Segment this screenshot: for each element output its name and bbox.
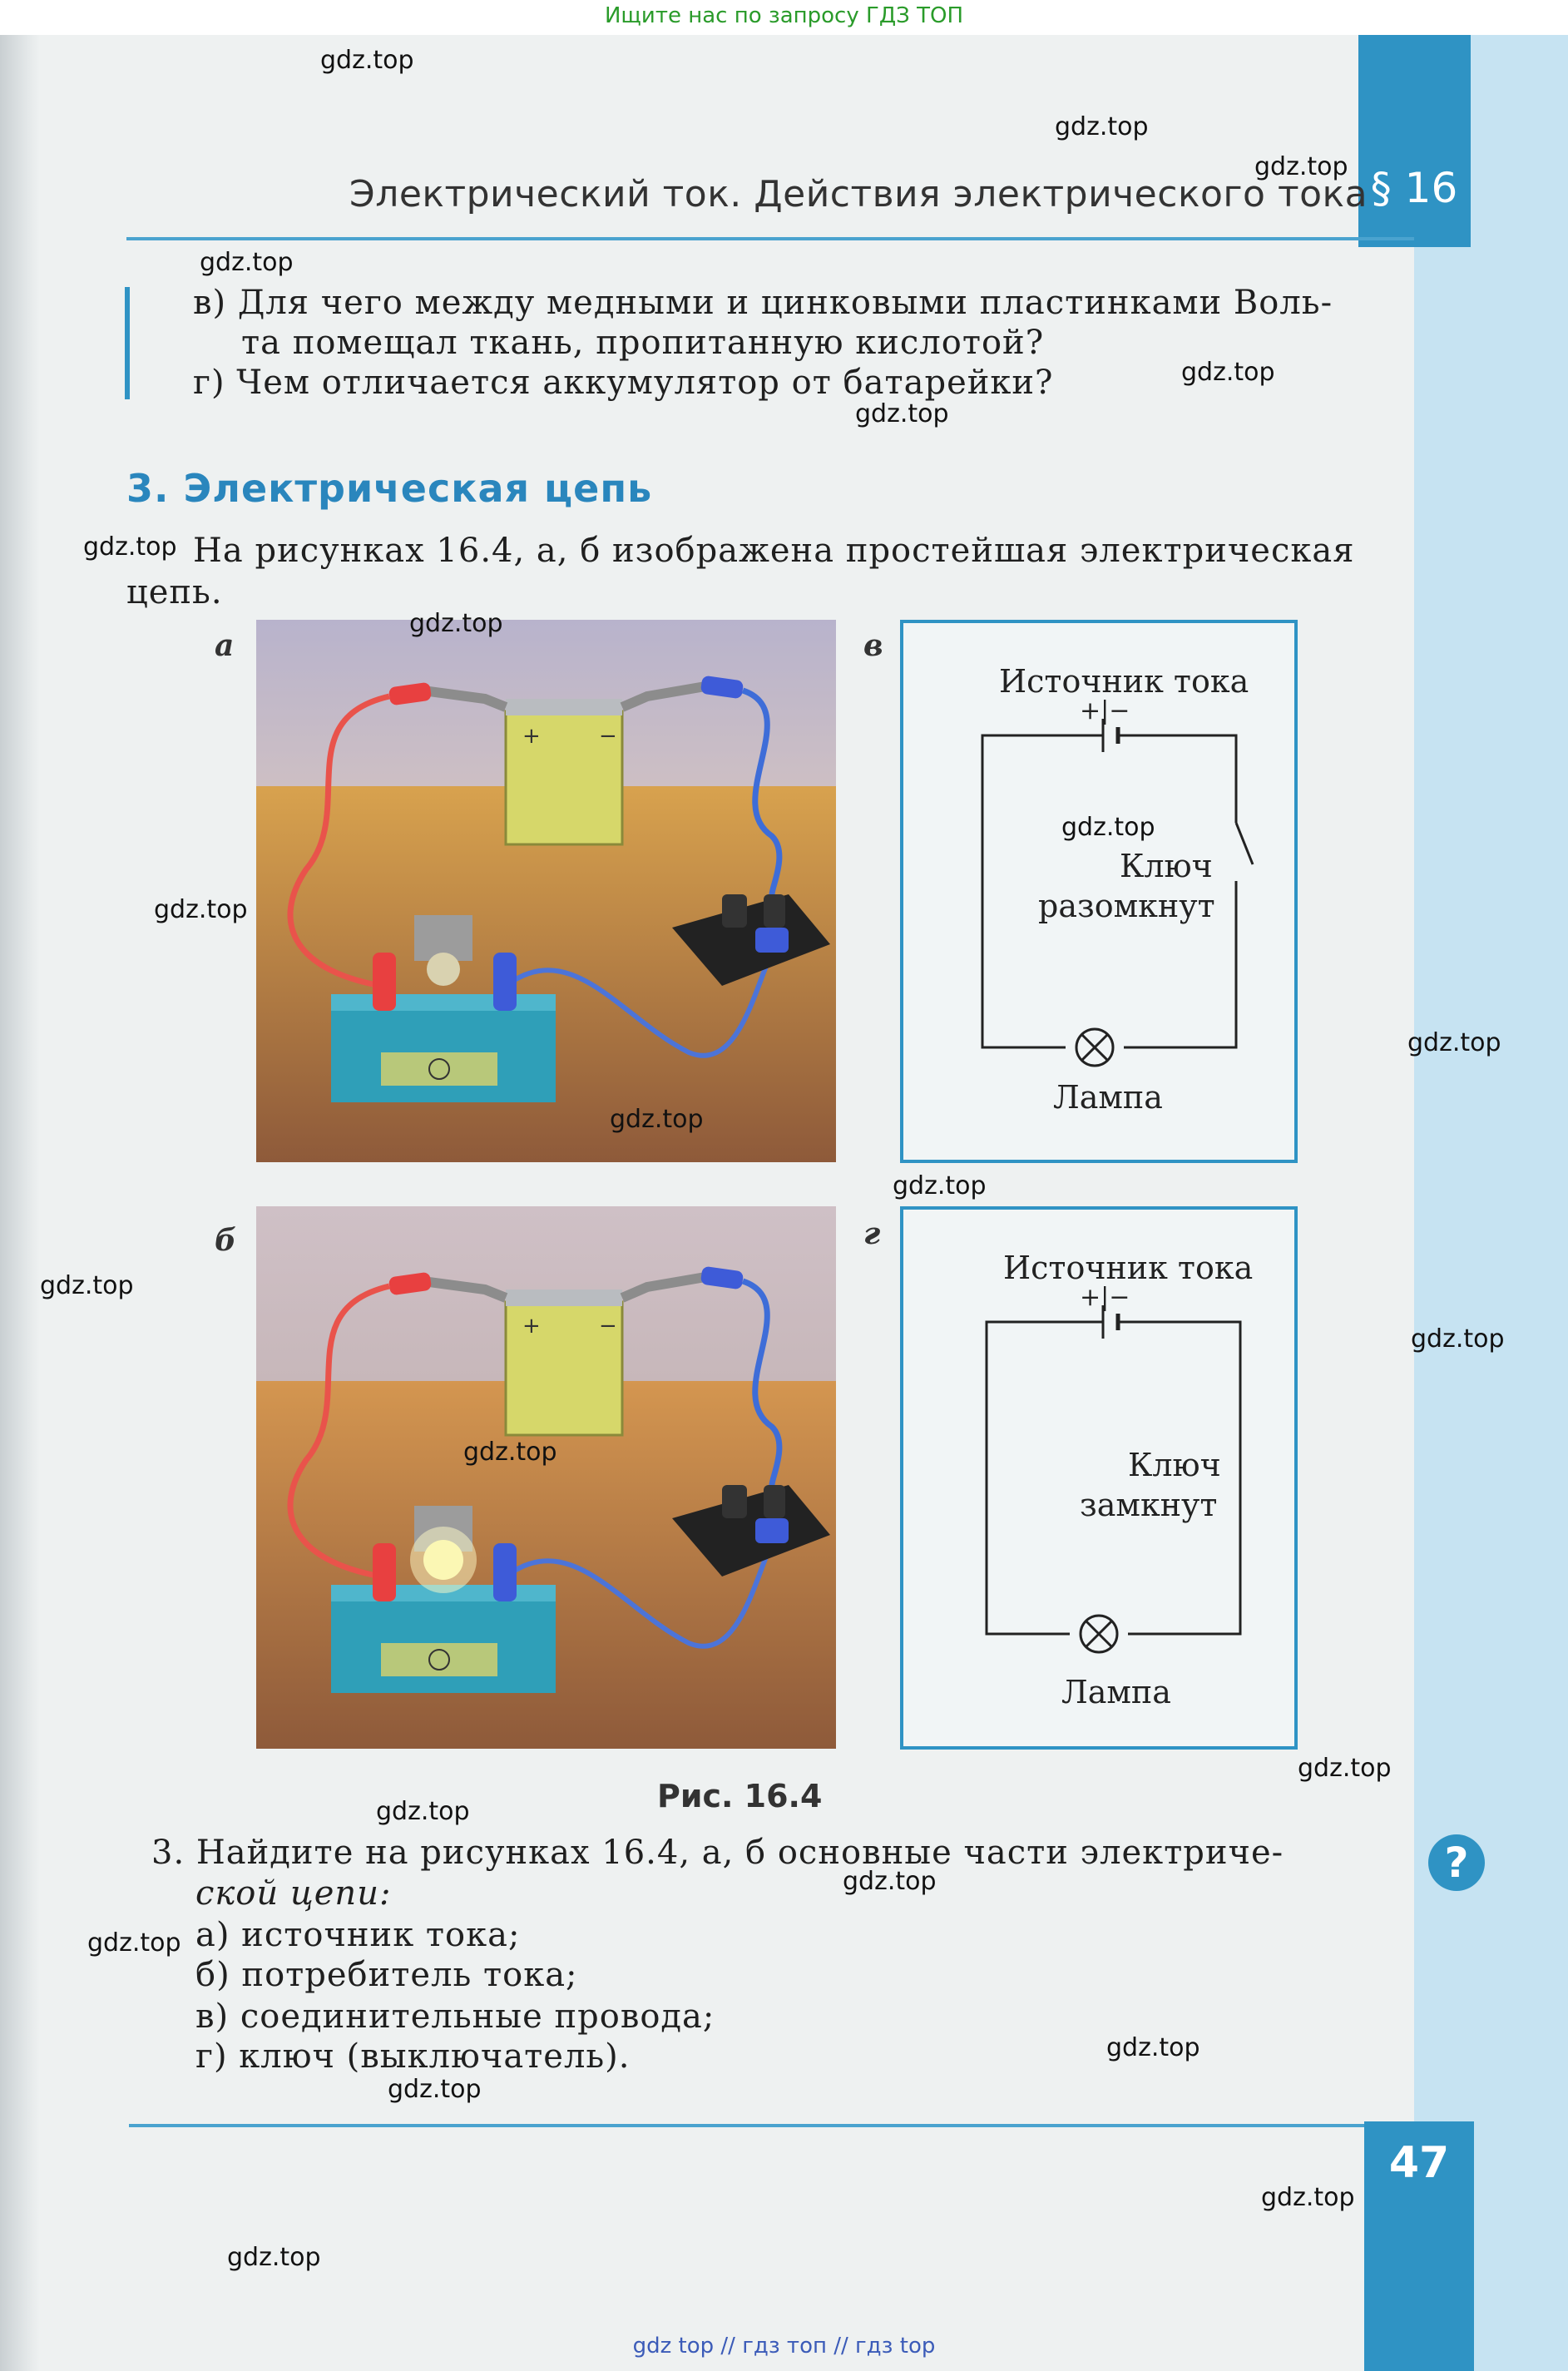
footer-rule xyxy=(129,2124,1364,2127)
figure-label-g: г xyxy=(863,1216,881,1251)
figure-label-b: б xyxy=(215,1223,236,1258)
watermark: gdz.top xyxy=(154,895,248,924)
circuit-photo-open: + − xyxy=(256,620,836,1162)
schematic-closed: Источник тока +|− Ключ замкнут Лампа xyxy=(900,1206,1298,1750)
circuit-illustration-open: + − xyxy=(256,620,836,1162)
question-v-line2: та помещал ткань, пропитанную кислотой? xyxy=(241,324,1045,362)
top-banner xyxy=(0,0,1568,35)
battery-plus-closed: + xyxy=(522,1314,541,1339)
task-item-g: г) ключ (выключатель). xyxy=(195,2037,631,2076)
watermark: gdz.top xyxy=(1261,2183,1355,2212)
watermark: gdz.top xyxy=(87,1928,181,1958)
question-icon: ? xyxy=(1428,1834,1485,1891)
question-v-line1: в) Для чего между медными и цинковыми пл… xyxy=(193,284,1333,322)
task-line2: ской цепи: xyxy=(195,1874,392,1913)
intro-text-line1: На рисунках 16.4, а, б изображена просте… xyxy=(193,532,1355,570)
chapter-title: Электрический ток. Действия электрическо… xyxy=(349,173,1368,215)
watermark: gdz.top xyxy=(893,1171,987,1200)
task-line1: 3. Найдите на рисунках 16.4, а, б основн… xyxy=(151,1834,1284,1872)
paragraph-label: § 16 xyxy=(1370,164,1458,212)
battery-minus-closed: − xyxy=(599,1314,617,1339)
circuit-illustration-closed: + − xyxy=(256,1206,836,1749)
schematic-closed-source-label: Источник тока xyxy=(1003,1250,1254,1286)
watermark: gdz.top xyxy=(227,2243,321,2272)
watermark: gdz.top xyxy=(1055,112,1149,141)
paragraph-tab xyxy=(1358,35,1471,247)
question-bar xyxy=(125,287,130,399)
watermark: gdz.top xyxy=(1411,1324,1505,1354)
task-item-v: в) соединительные провода; xyxy=(195,1997,715,2036)
watermark: gdz.top xyxy=(463,1438,557,1467)
schematic-open-source-label: Источник тока xyxy=(999,663,1249,700)
book-spine xyxy=(0,0,40,2371)
watermark: gdz.top xyxy=(376,1797,470,1826)
watermark: gdz.top xyxy=(1181,358,1275,387)
circuit-photo-closed: + − xyxy=(256,1206,836,1749)
watermark: gdz.top xyxy=(200,248,294,277)
watermark: gdz.top xyxy=(409,609,503,638)
watermark: gdz.top xyxy=(1407,1028,1501,1057)
figure-label-v: в xyxy=(863,628,883,663)
schematic-closed-lamp-label: Лампа xyxy=(1061,1674,1171,1710)
intro-text-line2: цепь. xyxy=(126,573,223,611)
schematic-open-lamp-label: Лампа xyxy=(1053,1079,1163,1116)
watermark: gdz.top xyxy=(843,1867,937,1896)
schematic-closed-key-label: Ключ xyxy=(1128,1447,1221,1483)
schematic-open: Источник тока +|− Ключ разомкнут Лампа xyxy=(900,620,1298,1163)
watermark: gdz.top xyxy=(1254,152,1348,181)
watermark: gdz.top xyxy=(610,1105,704,1134)
watermark: gdz.top xyxy=(1106,2033,1200,2062)
schematic-closed-diagram xyxy=(985,1305,1242,1654)
page-number: 47 xyxy=(1388,2138,1450,2188)
battery-minus: − xyxy=(599,724,617,749)
schematic-open-key-label: Ключ xyxy=(1120,848,1213,884)
page-number-tab xyxy=(1364,2121,1474,2371)
task-item-a: а) источник тока; xyxy=(195,1916,521,1954)
figure-caption: Рис. 16.4 xyxy=(657,1778,823,1814)
schematic-closed-polarity: +|− xyxy=(1080,1283,1130,1312)
section-heading: 3. Электрическая цепь xyxy=(126,466,653,511)
figure-label-a: а xyxy=(215,628,235,663)
watermark: gdz.top xyxy=(83,532,177,562)
schematic-closed-key-state: замкнут xyxy=(1080,1487,1218,1523)
task-item-b: б) потребитель тока; xyxy=(195,1956,578,1994)
watermark: gdz.top xyxy=(1298,1754,1392,1783)
watermark: gdz.top xyxy=(1061,813,1155,842)
schematic-open-diagram xyxy=(981,719,1254,1067)
margin-sidebar xyxy=(1414,35,1568,2371)
schematic-open-key-state: разомкнут xyxy=(1038,888,1215,924)
schematic-open-polarity: +|− xyxy=(1080,696,1130,725)
watermark: gdz.top xyxy=(320,46,414,75)
bottom-note: gdz top // гдз топ // гдз top xyxy=(632,2334,936,2359)
question-g: г) Чем отличается аккумулятор от батарей… xyxy=(193,364,1054,402)
watermark: gdz.top xyxy=(388,2075,482,2104)
watermark: gdz.top xyxy=(40,1271,134,1300)
header-rule xyxy=(126,237,1414,240)
battery-plus: + xyxy=(522,724,541,749)
search-hint: Ищите нас по запросу ГДЗ ТОП xyxy=(604,3,964,28)
watermark: gdz.top xyxy=(855,399,949,428)
